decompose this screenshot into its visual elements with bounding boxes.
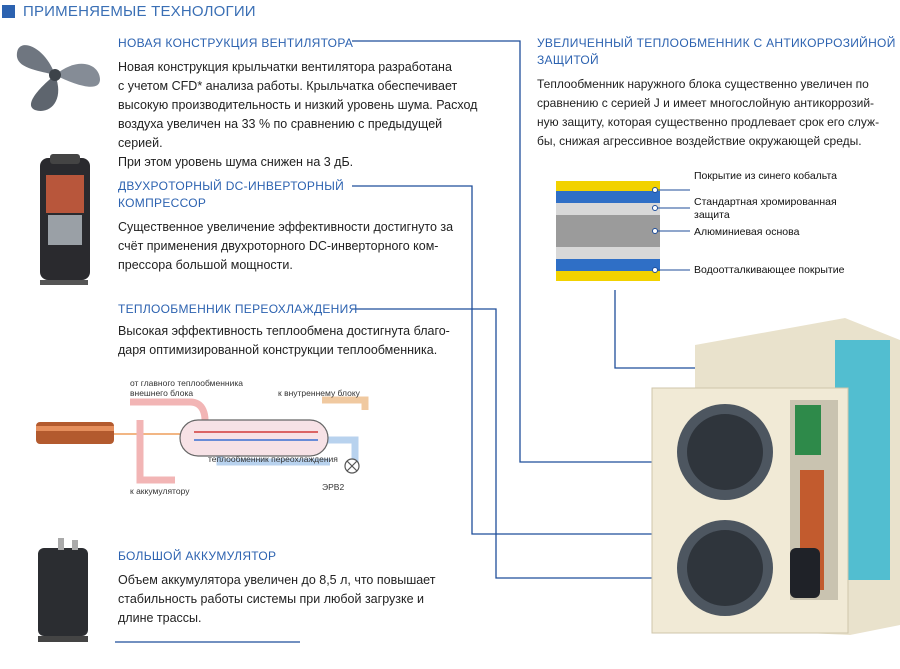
subcool-line: Высокая эффективность теплообмена достиг… [118,324,450,338]
layer-label-aluminum: Алюминиевая основа [694,226,800,238]
accumulator-line: длине трассы. [118,611,202,625]
compressor-title-line: ДВУХРОТОРНЫЙ DC-ИНВЕРТОРНЫЙ [118,179,345,193]
outdoor-unit-illustration [651,318,900,635]
fan-section-text: Новая конструкция крыльчатки вентилятора… [118,58,488,172]
fan-line: воздуха увеличен на 33 % по сравнению с … [118,117,443,150]
diagram-label-from-main: от главного теплообменника внешнего блок… [130,378,243,398]
fan-line: высокую производительность и низкий уров… [118,98,478,112]
compressor-section-title: ДВУХРОТОРНЫЙ DC-ИНВЕРТОРНЫЙ КОМПРЕССОР [118,178,344,212]
fan-line: Новая конструкция крыльчатки вентилятора… [118,60,452,74]
heat-exchanger-line: ную защиту, которая существенно продлева… [537,115,880,129]
diagram-label-line: внешнего блока [130,388,194,398]
copper-pipe [36,422,114,444]
compressor-line: прессора большой мощности. [118,258,293,272]
fan-section-title: НОВАЯ КОНСТРУКЦИЯ ВЕНТИЛЯТОРА [118,36,354,50]
subcool-section-title: ТЕПЛООБМЕННИК ПЕРЕОХЛАЖДЕНИЯ [118,302,358,316]
fan-line: При этом уровень шума снижен на 3 дБ. [118,155,354,169]
diagram-label-line: от главного теплообменника [130,378,243,388]
subcool-line: даря оптимизированной конструкции теплоо… [118,343,438,357]
diagram-label-to-indoor: к внутреннему блоку [278,388,360,398]
fan-impeller [16,45,100,111]
compressor-section-text: Существенное увеличение эффективности до… [118,218,478,275]
compressor-title-line: КОМПРЕССОР [118,196,207,210]
heat-exchanger-title-line: ЗАЩИТОЙ [537,53,599,67]
accumulator-line: стабильность работы системы при любой за… [118,592,425,606]
accumulator-line: Объем аккумулятора увеличен до 8,5 л, чт… [118,573,436,587]
accumulator-illustration [38,538,88,642]
accumulator-section-title: БОЛЬШОЙ АККУМУЛЯТОР [118,549,277,563]
layer-stack [556,181,690,281]
layer-label-hydrophobic: Водоотталкивающее покрытие [694,264,845,276]
heat-exchanger-line: бы, снижая агрессивное воздействие окруж… [537,134,862,148]
layer-label-line: защита [694,209,730,221]
page-title: ПРИМЕНЯЕМЫЕ ТЕХНОЛОГИИ [23,3,256,20]
layer-label-chrome: Стандартная хромированная защита [694,196,837,222]
diagram-label-valve: ЭРВ2 [322,482,345,492]
accumulator-section-text: Объем аккумулятора увеличен до 8,5 л, чт… [118,571,478,628]
subcool-diagram [130,396,369,484]
page-header: ПРИМЕНЯЕМЫЕ ТЕХНОЛОГИИ [2,3,256,20]
compressor-line: счёт применения двухроторного DC-инверто… [118,239,439,253]
heat-exchanger-title-line: УВЕЛИЧЕННЫЙ ТЕПЛООБМЕННИК С АНТИКОРРОЗИЙ… [537,36,896,50]
compressor-illustration [40,154,90,285]
heat-exchanger-section-text: Теплообменник наружного блока существенн… [537,75,897,151]
layer-label-cobalt: Покрытие из синего кобальта [694,170,837,182]
compressor-line: Существенное увеличение эффективности до… [118,220,454,234]
heat-exchanger-line: Теплообменник наружного блока существенн… [537,77,869,91]
subcool-section-text: Высокая эффективность теплообмена достиг… [118,322,478,360]
heat-exchanger-section-title: УВЕЛИЧЕННЫЙ ТЕПЛООБМЕННИК С АНТИКОРРОЗИЙ… [537,35,896,69]
layer-label-line: Стандартная хромированная [694,196,837,208]
diagram-label-to-accum: к аккумулятору [130,486,190,496]
header-square-icon [2,5,15,18]
diagram-label-hx: теплообменник переохлаждения [208,454,338,464]
fan-line: с учетом CFD* анализа работы. Крыльчатка… [118,79,458,93]
heat-exchanger-line: сравнению с серией J и имеет многослойну… [537,96,875,110]
